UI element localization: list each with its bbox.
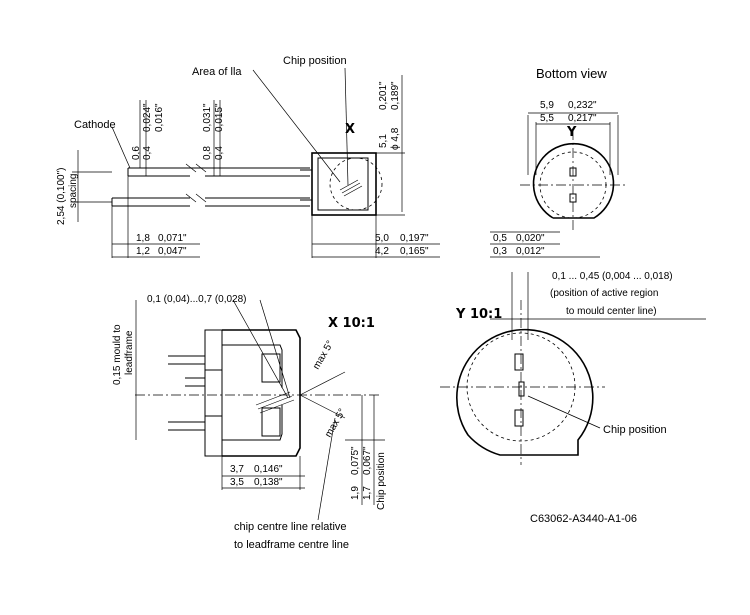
detail-y-view xyxy=(440,272,706,465)
x-marker: X xyxy=(345,122,355,137)
detail-y-title: Y 10:1 xyxy=(455,307,502,322)
len-a-1: 1,8 xyxy=(136,233,150,244)
note-line-2: to leadframe centre line xyxy=(234,539,349,551)
len-b-2: 4,2 xyxy=(375,246,389,257)
dia-in2: 0,189" xyxy=(390,81,401,110)
lead-dim-a-mm2: 0,4 xyxy=(142,146,153,160)
len-a-in2: 0,047" xyxy=(158,246,187,257)
detail-x-len-1: 3,7 xyxy=(230,464,244,475)
len-b-1: 5,0 xyxy=(375,233,389,244)
detail-x-len-in2: 0,138" xyxy=(254,477,283,488)
lead-dim-a-in: 0,024" xyxy=(142,103,153,132)
lead-dim-b-in2: 0,015" xyxy=(214,103,225,132)
detail-y-pos-2: to mould center line) xyxy=(566,306,657,317)
dia-mm: 5,1 xyxy=(378,134,389,148)
detail-x-h-2: 1,7 xyxy=(362,486,373,500)
detail-x-h-in2: 0,067" xyxy=(362,446,373,475)
spacing-word: spacing xyxy=(68,174,79,208)
bottom-h2-mm: 0,3 xyxy=(493,246,507,257)
lead-dim-a-mm: 0,6 xyxy=(131,146,142,160)
cathode-label: Cathode xyxy=(74,119,116,131)
detail-y-chip-position: Chip position xyxy=(603,424,667,436)
bottom-view xyxy=(490,112,626,258)
dia-in: 0,201" xyxy=(378,81,389,110)
max-angle-b: max 5° xyxy=(323,407,348,440)
detail-x-title: X 10:1 xyxy=(328,316,375,331)
bottom-w2-mm: 5,5 xyxy=(540,113,554,124)
lead-dim-b-mm2: 0,4 xyxy=(214,146,225,160)
lead-dim-b-mm: 0,8 xyxy=(202,146,213,160)
dia-mm2: ϕ 4,8 xyxy=(390,127,401,150)
len-b-in1: 0,197" xyxy=(400,233,429,244)
bottom-h2-in: 0,012" xyxy=(516,246,545,257)
detail-x-h-in1: 0,075" xyxy=(350,446,361,475)
spacing-dim: 2,54 (0,100") xyxy=(56,168,67,225)
mould-label-1: 0,15 mould to xyxy=(112,324,123,385)
detail-y-pos-1: (position of active region xyxy=(550,288,658,299)
bottom-view-title: Bottom view xyxy=(536,66,607,81)
chip-position-label: Chip position xyxy=(283,55,347,67)
detail-x-len-in1: 0,146" xyxy=(254,464,283,475)
len-a-in1: 0,071" xyxy=(158,233,187,244)
bottom-w2-in: 0,217" xyxy=(568,113,597,124)
bottom-w1-mm: 5,9 xyxy=(540,100,554,111)
max-angle-a: max 5° xyxy=(311,339,336,372)
len-a-2: 1,2 xyxy=(136,246,150,257)
lead-dim-a-in2: 0,016" xyxy=(154,103,165,132)
bottom-w1-in: 0,232" xyxy=(568,100,597,111)
bottom-h1-in: 0,020" xyxy=(516,233,545,244)
detail-x-chip-word: Chip position xyxy=(376,452,387,510)
detail-x-len-2: 3,5 xyxy=(230,477,244,488)
bottom-h1-mm: 0,5 xyxy=(493,233,507,244)
detail-x-view xyxy=(135,299,385,521)
note-line-1: chip centre line relative xyxy=(234,521,347,533)
y-marker: Y xyxy=(566,125,577,140)
area-label: Area of lla xyxy=(192,66,242,78)
offset-label: 0,1 (0,04)...0,7 (0,028) xyxy=(147,294,247,305)
side-view xyxy=(72,67,440,258)
detail-x-h-1: 1,9 xyxy=(350,486,361,500)
lead-dim-b-in: 0,031" xyxy=(202,103,213,132)
len-b-in2: 0,165" xyxy=(400,246,429,257)
drawing-code: C63062-A3440-A1-06 xyxy=(530,513,637,525)
detail-y-tol: 0,1 ... 0,45 (0,004 ... 0,018) xyxy=(552,271,673,282)
mould-label-2: leadframe xyxy=(124,330,135,375)
